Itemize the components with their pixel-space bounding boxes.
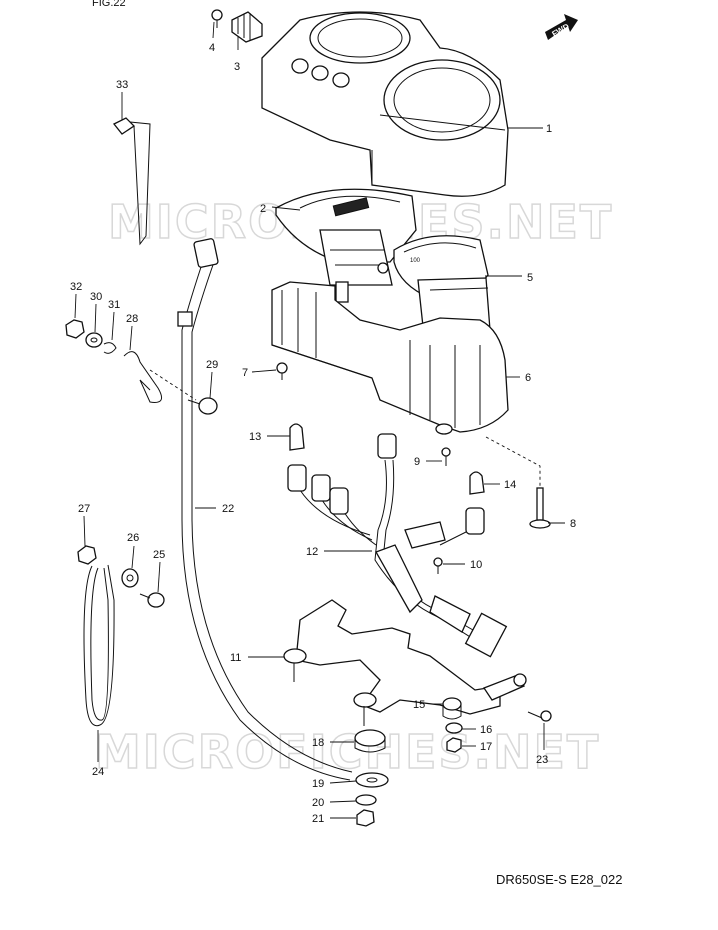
clamp-28	[123, 351, 197, 403]
nut-27	[77, 545, 97, 565]
screw-top	[211, 9, 223, 28]
meter-gear	[231, 11, 263, 43]
callout-1: 1	[546, 123, 552, 135]
washer-26	[121, 568, 139, 588]
callout-28: 28	[126, 313, 138, 325]
callout-2: 2	[260, 203, 266, 215]
clip-31	[103, 342, 117, 354]
grommet-15	[442, 697, 462, 720]
band-24	[83, 564, 115, 727]
screw-23	[527, 710, 552, 722]
callout-25: 25	[153, 549, 165, 561]
callout-24: 24	[92, 766, 104, 778]
callout-30: 30	[90, 291, 102, 303]
screw-9	[441, 447, 451, 466]
meter-case-lower	[271, 281, 509, 435]
meter-case-cover	[261, 11, 509, 197]
washer-16	[445, 722, 463, 734]
speedometer	[275, 188, 417, 303]
nut-21	[356, 809, 375, 827]
callout-22: 22	[222, 503, 234, 515]
callout-4: 4	[209, 42, 215, 54]
washer-30	[85, 332, 103, 348]
bolt-29	[187, 397, 218, 415]
callout-26: 26	[127, 532, 139, 544]
wiring-harness	[287, 433, 508, 658]
diagram-code: DR650SE-S E28_022	[496, 872, 622, 887]
indicator-switch	[483, 673, 527, 701]
callout-3: 3	[234, 61, 240, 73]
callout-23: 23	[536, 754, 548, 766]
callout-9: 9	[414, 456, 420, 468]
callout-16: 16	[480, 724, 492, 736]
callout-12: 12	[306, 546, 318, 558]
callout-20: 20	[312, 797, 324, 809]
washer-19	[355, 772, 389, 788]
washer-20	[355, 794, 377, 806]
callout-10: 10	[470, 559, 482, 571]
callout-6: 6	[525, 372, 531, 384]
bulb-13	[289, 423, 305, 451]
callout-5: 5	[527, 272, 533, 284]
callout-31: 31	[108, 299, 120, 311]
callout-labels: 1 2 3 4 5 6 7 8 9 10 11 12 13 14 15 16 1…	[70, 42, 576, 825]
callout-27: 27	[78, 503, 90, 515]
nut-32	[65, 319, 85, 339]
callout-19: 19	[312, 778, 324, 790]
header-fragment: FIG.22	[92, 0, 126, 9]
speedometer-cable	[177, 238, 353, 781]
callout-7: 7	[242, 367, 248, 379]
bolt-25	[139, 592, 165, 608]
callout-29: 29	[206, 359, 218, 371]
callout-14: 14	[504, 479, 516, 491]
callout-17: 17	[480, 741, 492, 753]
bolt-8	[485, 436, 551, 529]
screw-7	[276, 362, 288, 380]
grommet-18	[354, 729, 386, 753]
bulb-14	[469, 471, 485, 495]
callout-33: 33	[116, 79, 128, 91]
fwd-arrow-icon: FWD	[545, 14, 578, 40]
callout-32: 32	[70, 281, 82, 293]
screw-10	[433, 557, 443, 574]
nut-17	[446, 737, 462, 753]
callout-15: 15	[413, 699, 425, 711]
leader-lines	[74, 21, 565, 819]
tach-dial-readout: 100	[410, 258, 421, 264]
callout-8: 8	[570, 518, 576, 530]
callout-18: 18	[312, 737, 324, 749]
callout-13: 13	[249, 431, 261, 443]
callout-21: 21	[312, 813, 324, 825]
callout-11: 11	[230, 652, 241, 664]
